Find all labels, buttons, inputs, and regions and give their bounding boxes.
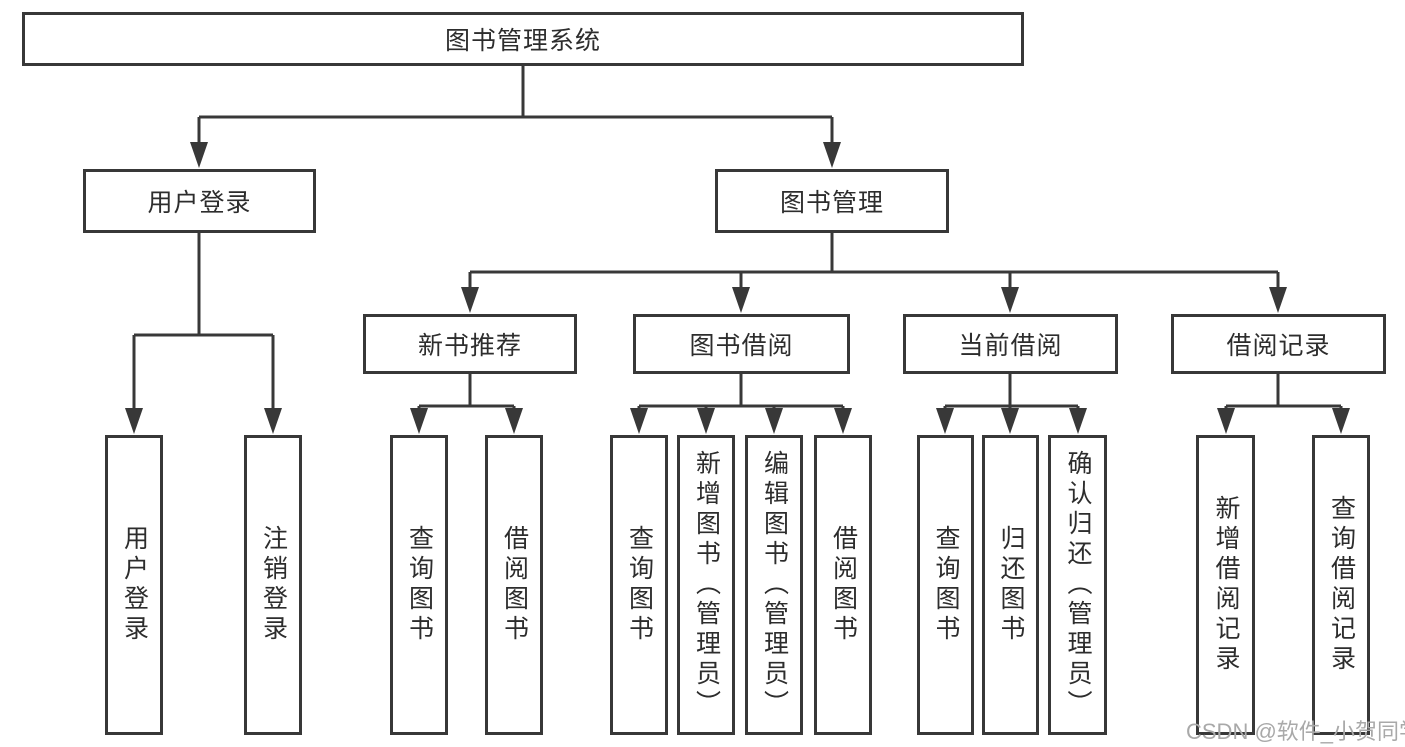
node-label: 确认归还（管理员） — [1064, 450, 1092, 720]
node-library-management-system: 图书管理系统 — [22, 12, 1024, 66]
node-label: 借阅图书 — [500, 525, 529, 645]
arrow-down-icon — [1069, 408, 1087, 434]
arrow-down-icon — [410, 408, 428, 434]
node-label: 注销登录 — [259, 525, 288, 645]
arrow-down-icon — [936, 408, 954, 434]
arrow-down-icon — [190, 142, 208, 168]
node-label: 用户登录 — [120, 525, 149, 645]
node-label: 查询图书 — [932, 525, 960, 645]
arrow-down-icon — [834, 408, 852, 434]
node-label: 归还图书 — [997, 525, 1025, 645]
node-label: 借阅记录 — [1226, 332, 1331, 360]
node-label: 借阅图书 — [829, 525, 858, 645]
node-leaf-query-books-3: 查询图书 — [917, 435, 974, 735]
node-leaf-query-books-2: 查询图书 — [610, 435, 668, 735]
node-leaf-edit-books-admin: 编辑图书（管理员） — [745, 435, 803, 735]
node-leaf-add-borrow-record: 新增借阅记录 — [1196, 435, 1255, 735]
node-label: 查询图书 — [625, 525, 654, 645]
node-label: 查询图书 — [405, 525, 434, 645]
arrow-down-icon — [1001, 287, 1019, 313]
node-leaf-borrow-books-2: 借阅图书 — [814, 435, 872, 735]
node-label: 图书借阅 — [689, 332, 794, 360]
node-label: 编辑图书（管理员） — [760, 450, 789, 720]
node-user-login: 用户登录 — [83, 169, 316, 233]
node-book-management: 图书管理 — [715, 169, 949, 233]
node-leaf-query-borrow-record: 查询借阅记录 — [1312, 435, 1370, 735]
node-leaf-add-books-admin: 新增图书（管理员） — [677, 435, 735, 735]
arrow-down-icon — [1332, 408, 1350, 434]
arrow-down-icon — [505, 408, 523, 434]
node-current-borrowing: 当前借阅 — [903, 314, 1118, 374]
node-label: 新增借阅记录 — [1212, 495, 1240, 675]
node-new-book-recommend: 新书推荐 — [363, 314, 577, 374]
node-leaf-confirm-return-admin: 确认归还（管理员） — [1048, 435, 1107, 735]
arrow-down-icon — [461, 287, 479, 313]
node-label: 图书管理 — [779, 189, 884, 217]
arrow-down-icon — [630, 408, 648, 434]
node-leaf-return-books: 归还图书 — [982, 435, 1039, 735]
arrow-down-icon — [732, 287, 750, 313]
arrow-down-icon — [1001, 408, 1019, 434]
node-leaf-borrow-books-1: 借阅图书 — [485, 435, 543, 735]
node-label: 当前借阅 — [958, 332, 1063, 360]
arrow-down-icon — [264, 408, 282, 434]
arrow-down-icon — [823, 142, 841, 168]
node-book-borrowing: 图书借阅 — [633, 314, 850, 374]
node-label: 新增图书（管理员） — [692, 450, 721, 720]
node-label: 图书管理系统 — [444, 27, 601, 55]
node-leaf-logout: 注销登录 — [244, 435, 302, 735]
arrow-down-icon — [1217, 408, 1235, 434]
node-borrowing-records: 借阅记录 — [1171, 314, 1386, 374]
csdn-watermark: CSDN @软件_小贺同学 — [1186, 719, 1405, 744]
arrow-down-icon — [125, 408, 143, 434]
node-leaf-user-login: 用户登录 — [105, 435, 163, 735]
arrow-down-icon — [1269, 287, 1287, 313]
arrow-down-icon — [765, 408, 783, 434]
node-label: 用户登录 — [147, 189, 252, 217]
node-leaf-query-books-1: 查询图书 — [390, 435, 448, 735]
node-label: 查询借阅记录 — [1327, 495, 1356, 675]
node-label: 新书推荐 — [417, 332, 522, 360]
arrow-down-icon — [697, 408, 715, 434]
